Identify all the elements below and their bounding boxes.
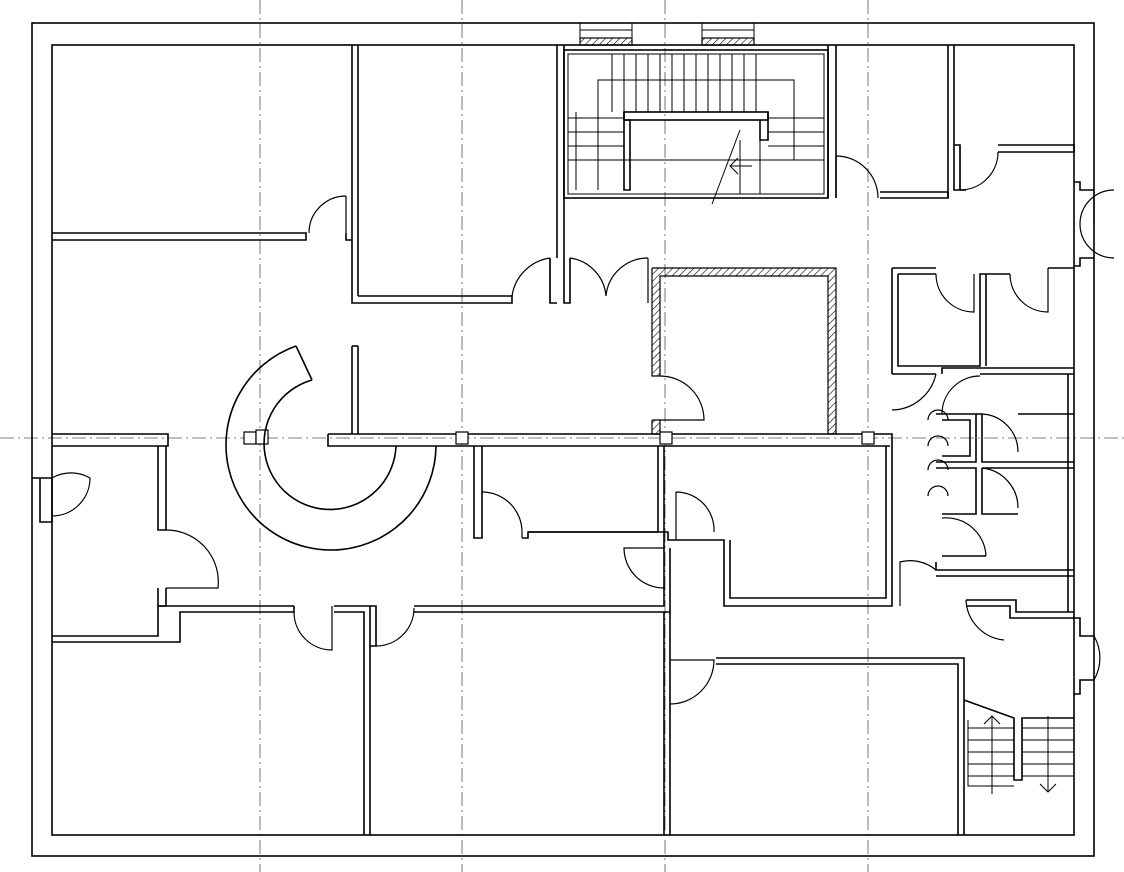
door-4 (835, 155, 879, 199)
door-14 (981, 467, 1019, 509)
door-1 (308, 195, 347, 234)
stair-main (568, 54, 824, 205)
interior-walls (32, 45, 1094, 835)
exterior-walls (31, 22, 1095, 857)
outer-wall-outer (31, 22, 1095, 857)
outer-wall-inner (51, 44, 1075, 836)
door-18 (1093, 635, 1101, 681)
spiral-stair (225, 345, 437, 551)
door-6 (1079, 189, 1115, 259)
door-20 (675, 491, 715, 540)
door-3 (569, 257, 649, 303)
door-24 (51, 472, 91, 517)
door-15 (941, 517, 987, 557)
door-11 (941, 375, 981, 415)
hatched-room (651, 267, 837, 435)
door-26 (375, 607, 415, 647)
door-25 (293, 606, 333, 651)
door-19 (481, 491, 523, 538)
door-13 (981, 413, 1019, 453)
door-5 (959, 145, 999, 191)
stair-lower (963, 699, 1074, 794)
door-16 (899, 560, 937, 606)
door-8 (935, 273, 975, 313)
door-22 (669, 659, 715, 705)
door-23 (165, 529, 219, 589)
door-10 (891, 373, 937, 411)
door-9 (1009, 268, 1049, 313)
door-21 (623, 547, 665, 589)
columns (243, 429, 875, 445)
top-windows (579, 22, 755, 46)
door-12 (927, 409, 949, 497)
door-7 (659, 375, 705, 421)
door-17 (965, 599, 1005, 641)
door-2 (511, 257, 551, 303)
doors (51, 145, 1115, 705)
